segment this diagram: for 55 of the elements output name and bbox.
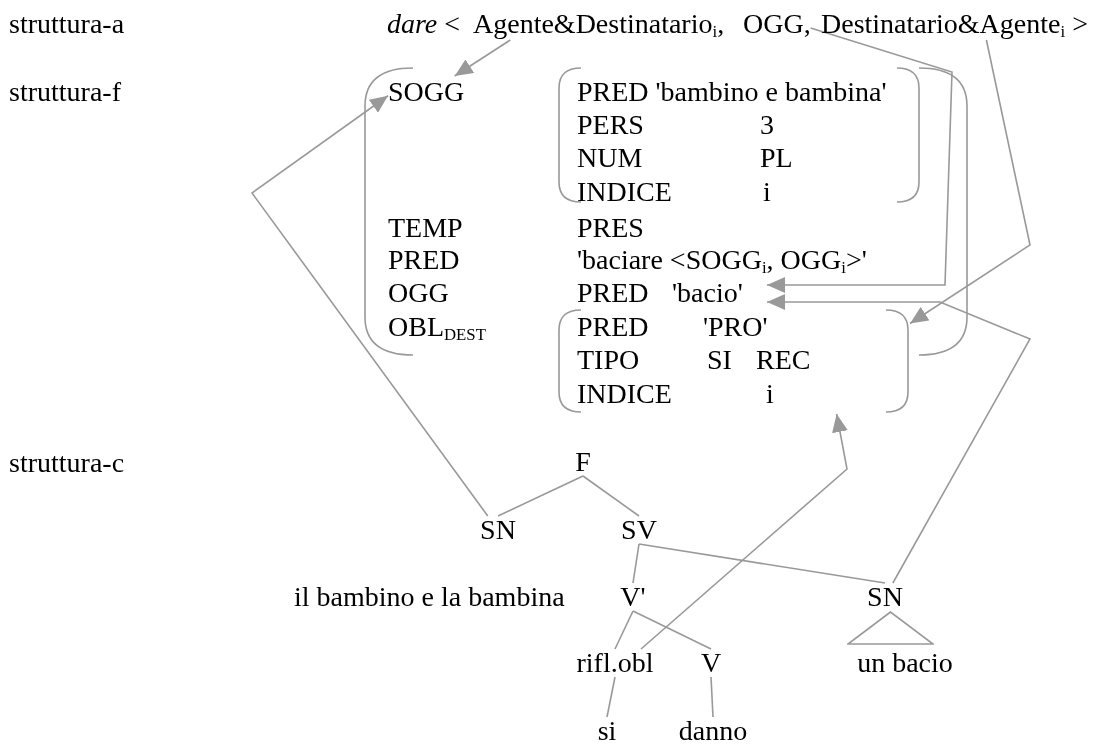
value-text: 'bacio': [672, 277, 743, 309]
mapping-arrow: [766, 27, 953, 293]
section-label: struttura-f: [9, 76, 121, 108]
category-label: F: [575, 448, 591, 476]
predicate-text: dare <: [387, 8, 461, 40]
attribute-text: INDICE: [577, 378, 672, 410]
feature-text: PRED 'bambino e bambina': [577, 76, 887, 108]
mapping-arrow: [909, 39, 1031, 325]
tree-branch: [497, 475, 584, 517]
value-text: REC: [756, 344, 811, 376]
value-text: SI: [707, 344, 732, 376]
attribute-text: OBL$_{DEST}$: [388, 311, 486, 343]
value-text: PL: [760, 142, 793, 174]
category-label: SN: [867, 583, 903, 611]
attribute-text: TEMP: [388, 212, 463, 244]
section-label: struttura-c: [9, 447, 125, 479]
value-text: 'baciare <SOGG$_{i}$, OGG$_{i}$>': [577, 244, 867, 276]
phrase-text: il bambino e la bambina: [294, 581, 565, 613]
attribute-text: TIPO: [577, 344, 640, 376]
mapping-arrow: [453, 39, 512, 77]
category-label: SN: [480, 516, 516, 544]
category-label: SV: [621, 516, 657, 544]
argument-text: Destinatario&Agente$_{i}$ >: [821, 8, 1088, 40]
word-text: un bacio: [857, 649, 953, 677]
tree-branch: [606, 676, 616, 718]
mapping-arrow: [250, 94, 489, 517]
tree-branch: [614, 610, 634, 650]
category-label: rifl.obl: [576, 649, 654, 677]
tree-branch: [582, 475, 640, 517]
word-text: si: [597, 717, 617, 744]
value-text: 3: [760, 109, 774, 141]
argument-text: OGG,: [743, 8, 811, 40]
mapping-arrow: [640, 413, 848, 650]
tree-branch: [632, 610, 712, 650]
attribute-text: NUM: [577, 142, 643, 174]
value-text: i: [766, 378, 774, 410]
attribute-text: OGG: [388, 277, 449, 309]
tree-branch: [632, 543, 640, 584]
value-text: 'PRO': [703, 311, 768, 343]
attribute-text: PRED: [388, 244, 460, 276]
attribute-text: PRED: [577, 277, 649, 309]
tree-branch: [638, 543, 886, 584]
attribute-text: INDICE: [577, 176, 672, 208]
mapping-arrow: [766, 294, 1032, 584]
value-text: i: [763, 176, 771, 208]
category-label: V: [700, 649, 722, 677]
category-label: V': [620, 583, 646, 611]
value-text: PRES: [577, 212, 644, 244]
attribute-text: PRED: [577, 311, 649, 343]
attribute-text: SOGG: [388, 76, 465, 108]
argument-text: Agente&Destinatario$_{i}$,: [473, 8, 725, 40]
attribute-text: PERS: [577, 109, 644, 141]
word-text: danno: [678, 717, 748, 744]
tree-branch: [710, 676, 714, 718]
section-label: struttura-a: [9, 8, 125, 40]
